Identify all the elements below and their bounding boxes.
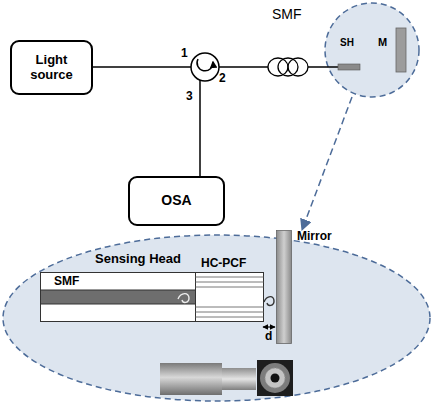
pcf-stripe [195,307,264,308]
fiber-photo [222,368,256,390]
circulator-symbol [191,53,219,81]
pcf-stripe [195,312,264,313]
light-symbol [178,294,189,303]
part-label: SH [340,37,354,48]
zoom-circle [325,3,419,97]
distance-arrow [263,326,275,327]
mirror-plate: Mirror [276,230,292,344]
node-text: OSA [161,193,191,208]
core-rect [41,290,197,304]
zoom-ellipse: Sensing HeadSMFHC-PCFMirror [2,234,431,402]
port-number: 3 [186,90,193,103]
node-text: HC-PCF [201,257,246,270]
node-text: Mirror [297,230,332,243]
fiber-block: HC-PCF [195,272,264,322]
pcf-stripe [195,317,264,318]
mirror-rect [277,231,292,344]
zoom-leader [302,97,352,230]
cross-section-cladding [260,363,290,393]
fiber-line [308,66,340,68]
part-label: M [378,36,387,48]
node-text: SMF [54,275,79,288]
fiber-line [199,80,201,176]
pcf-stripe [195,282,264,283]
port-number: 2 [219,72,226,85]
fiber-line [219,66,268,68]
fiber-photo [160,363,222,395]
cladding-rect [41,273,197,322]
pcf-rect [196,273,264,322]
fiber-line [93,66,191,68]
sensing-head-stub [338,64,360,70]
mirror-plate-outline [276,230,292,344]
zoom-ellipse-outline [3,235,430,401]
node-text: Sensing Head [95,252,181,266]
cross-section-core [271,374,280,383]
fiber-block-outline [195,272,264,322]
light-symbol [264,297,274,306]
cross-section-photo [257,360,293,396]
fiber-block: SMF [40,272,197,322]
node-text: Light source [22,53,82,82]
fiber-label: SMF [272,7,302,22]
mirror-symbol [396,28,406,72]
circulator-arrow [197,59,213,71]
analyzer-box: OSA [128,176,225,226]
pcf-stripe [195,277,264,278]
cross-section-lattice [265,368,285,388]
fiber-coil [288,58,308,76]
dimension-label: d [265,330,272,343]
pcf-stripe [195,287,264,288]
source-box: Light source [10,40,93,95]
port-number: 1 [181,47,188,60]
